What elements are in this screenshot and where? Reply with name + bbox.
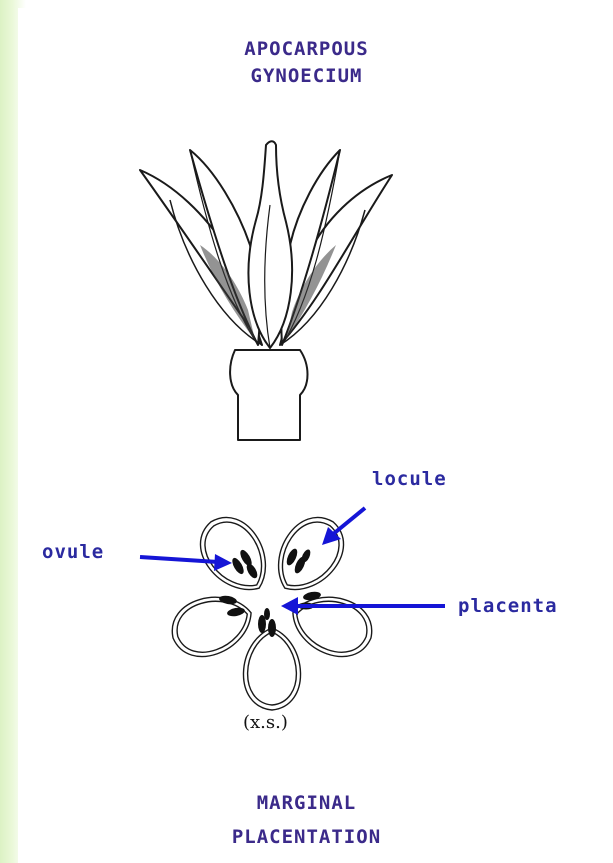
ovule-arrow	[140, 554, 232, 571]
label-placenta: placenta	[458, 595, 558, 617]
carpel-1	[188, 505, 282, 605]
label-section-note: (x.s.)	[243, 712, 288, 733]
bottom-title-line1: MARGINAL	[0, 786, 613, 820]
label-ovule: ovule	[42, 541, 104, 563]
ovules	[218, 547, 321, 637]
bottom-title: MARGINAL PLACENTATION	[0, 786, 613, 854]
flower-illustration	[140, 141, 392, 440]
label-locule: locule	[372, 468, 447, 490]
carpel-3	[284, 586, 380, 666]
carpel-5	[164, 586, 260, 666]
carpel-4	[243, 628, 300, 710]
bottom-title-line2: PLACENTATION	[0, 820, 613, 854]
